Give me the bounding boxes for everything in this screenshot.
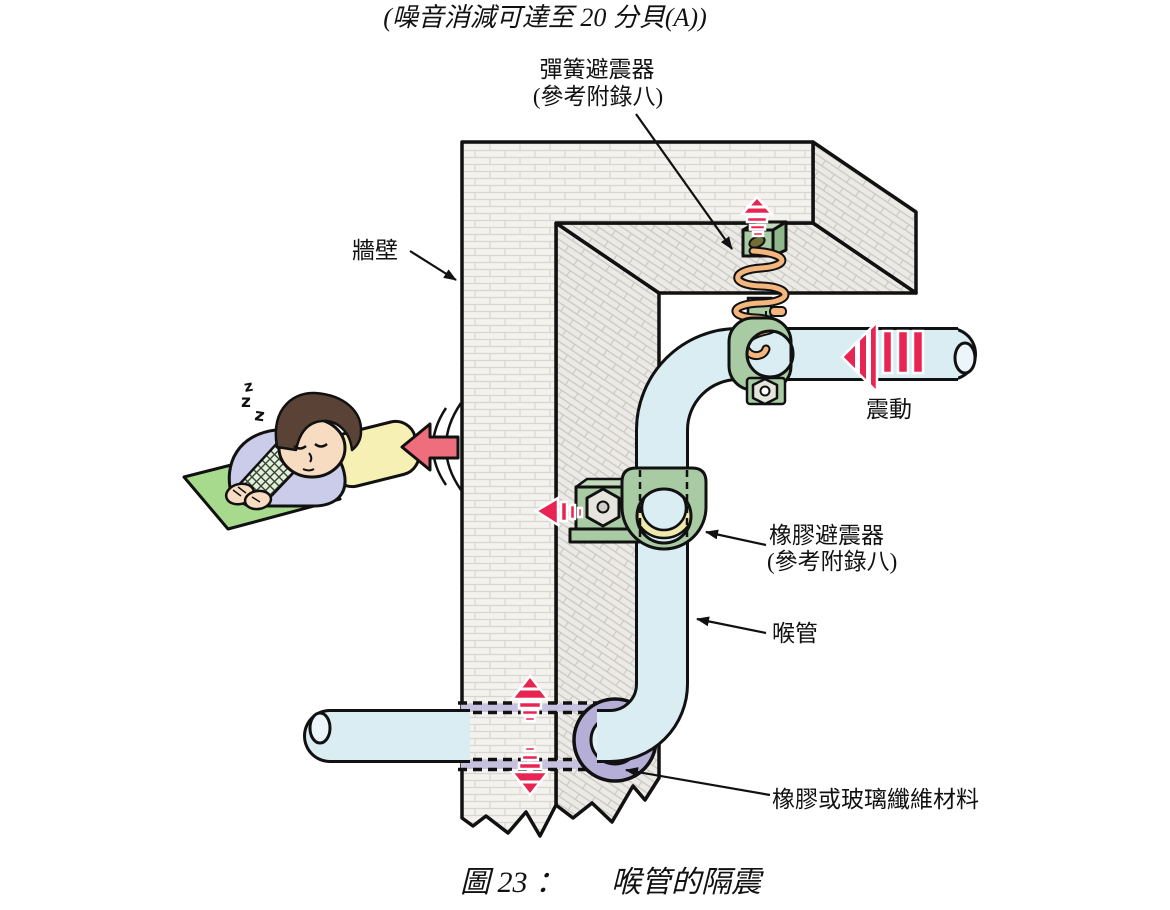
caption-figure-no: 圖 23 ：	[460, 866, 565, 899]
sleeping-person: z z z	[182, 377, 421, 531]
pipe	[303, 327, 977, 763]
label-vibration: 震動	[866, 397, 912, 422]
label-spring-isolator-line1: 彈簧避震器	[540, 57, 655, 82]
sleep-zzz: z z z	[241, 377, 266, 427]
page-title: (噪音消減可達至 20 分貝(A))	[383, 3, 707, 32]
label-pipe: 喉管	[772, 621, 818, 646]
sleep-z: z	[253, 405, 266, 426]
noise-arrow	[400, 402, 463, 491]
label-wall: 牆壁	[352, 238, 398, 263]
leader-rubber	[705, 529, 767, 547]
hair	[274, 391, 363, 452]
leader-lines	[409, 113, 771, 797]
clamp-bolt-block	[745, 376, 787, 406]
caption-title: 喉管的隔震	[611, 866, 764, 899]
spring-isolator	[727, 220, 795, 406]
sleeve-band-bottom	[461, 760, 632, 769]
leader-pipe	[696, 616, 767, 635]
closed-eyes	[293, 442, 328, 450]
pipe-open-end-right	[953, 341, 977, 375]
sleep-z: z	[241, 392, 251, 412]
vibration-arrow-up-sleeve	[509, 673, 551, 723]
leader-spring	[635, 113, 733, 250]
label-rubber-isolator-line1: 橡膠避震器	[769, 523, 884, 548]
hands	[224, 482, 273, 511]
pipe-open-end-left	[308, 711, 332, 745]
pipe-clamp-mid	[620, 466, 708, 551]
vibration-arrows	[509, 195, 925, 798]
sleeve-band-top	[461, 704, 650, 712]
sleeve-bands	[458, 701, 650, 772]
vibration-arrow-left-wall	[533, 495, 584, 528]
vibration-arrow-down-sleeve	[509, 745, 551, 798]
rubber-isolator	[568, 466, 708, 551]
spring-wire-nub	[769, 306, 787, 317]
mouth	[302, 468, 315, 472]
noise-arrow-shape	[400, 422, 460, 472]
nose	[308, 452, 313, 463]
vibration-arrow-up-beam	[739, 195, 775, 238]
label-spring-isolator-line2: (參考附錄八)	[533, 84, 663, 109]
sleep-z: z	[243, 377, 255, 396]
leader-sleeve	[625, 767, 771, 797]
wall-front-face	[460, 140, 815, 838]
vibration-arrow-pipe	[840, 318, 925, 396]
label-rubber-isolator-line2: (參考附錄八)	[767, 549, 897, 574]
leader-wall	[409, 250, 457, 281]
label-sleeve-material: 橡膠或玻璃纖維材料	[772, 787, 979, 812]
